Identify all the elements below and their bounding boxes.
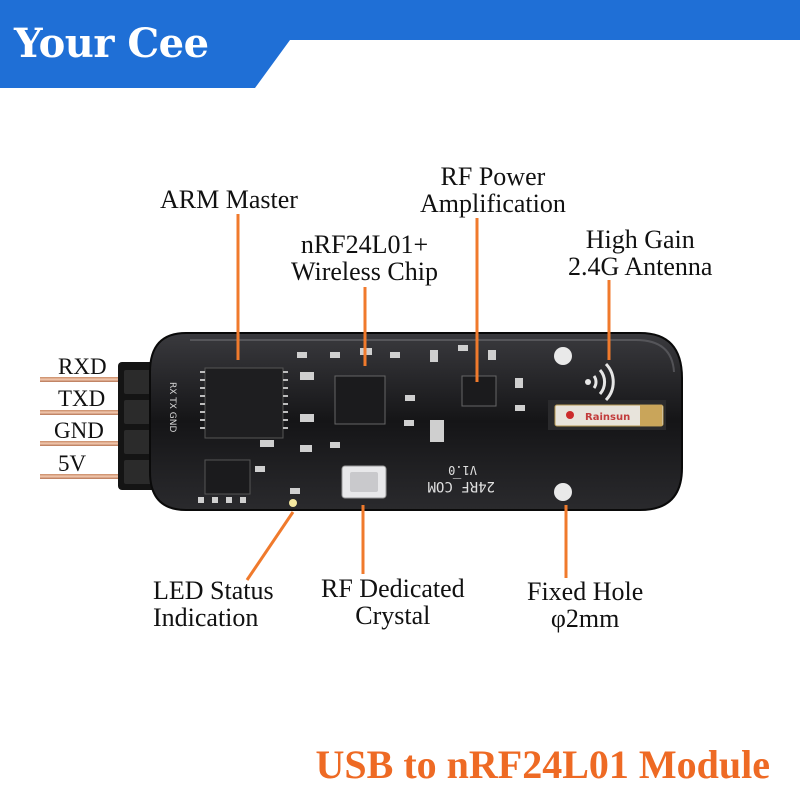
callout-antenna-line1: High Gain <box>585 225 695 254</box>
callout-led-status: LED Status Indication <box>153 577 274 631</box>
leader-lines <box>236 214 611 581</box>
callout-led-status-line2: Indication <box>153 603 259 632</box>
status-led <box>289 499 297 507</box>
callout-wireless-chip-line2: Wireless Chip <box>291 257 438 286</box>
callout-crystal: RF Dedicated Crystal <box>321 575 465 629</box>
brand-logo-text: Your Cee <box>14 20 209 67</box>
callout-crystal-line2: Crystal <box>355 601 431 630</box>
callout-arm-master: ARM Master <box>160 186 298 213</box>
product-title-text: USB to nRF24L01 Module <box>315 742 771 787</box>
callout-antenna: High Gain 2.4G Antenna <box>568 226 712 280</box>
pin-label-rxd: RXD <box>58 354 107 379</box>
product-title: USB to nRF24L01 Module <box>0 741 800 788</box>
callout-arm-master-text: ARM Master <box>160 185 298 214</box>
callout-fixed-hole-line1: Fixed Hole <box>527 577 644 606</box>
board-model-print: 24RF_COM <box>428 478 495 494</box>
callout-rf-power-line1: RF Power <box>440 162 546 191</box>
board-version-print: V1.0 <box>448 463 477 477</box>
callout-rf-power: RF Power Amplification <box>420 163 566 217</box>
mounting-hole-top <box>554 347 572 365</box>
rf-pa-chip <box>461 375 497 407</box>
antenna-brand-print: Rainsun <box>585 412 630 423</box>
callout-wireless-chip: nRF24L01+ Wireless Chip <box>291 231 438 285</box>
callout-rf-power-line2: Amplification <box>420 189 566 218</box>
callout-crystal-line1: RF Dedicated <box>321 574 465 603</box>
antenna: Rainsun <box>548 400 666 430</box>
pin-label-gnd: GND <box>54 418 104 443</box>
nrf24l01-chip <box>334 375 386 425</box>
callout-fixed-hole-line2: φ2mm <box>550 604 620 633</box>
callout-fixed-hole: Fixed Hole φ2mm <box>527 578 643 632</box>
callout-wireless-chip-line1: nRF24L01+ <box>300 230 429 259</box>
pin-label-5v: 5V <box>58 451 87 476</box>
smd-components <box>198 345 525 503</box>
mounting-hole-bottom <box>554 483 572 501</box>
wireless-icon <box>585 362 615 402</box>
board-pin-silk: RX TX GND <box>167 382 177 433</box>
callout-led-status-line1: LED Status <box>153 576 274 605</box>
callout-antenna-line2: 2.4G Antenna <box>568 252 713 281</box>
pin-label-txd: TXD <box>58 386 106 411</box>
arm-master-chip <box>200 367 288 439</box>
header-pins <box>40 377 135 479</box>
brand-banner <box>0 0 800 88</box>
regulator-chip <box>204 459 251 495</box>
